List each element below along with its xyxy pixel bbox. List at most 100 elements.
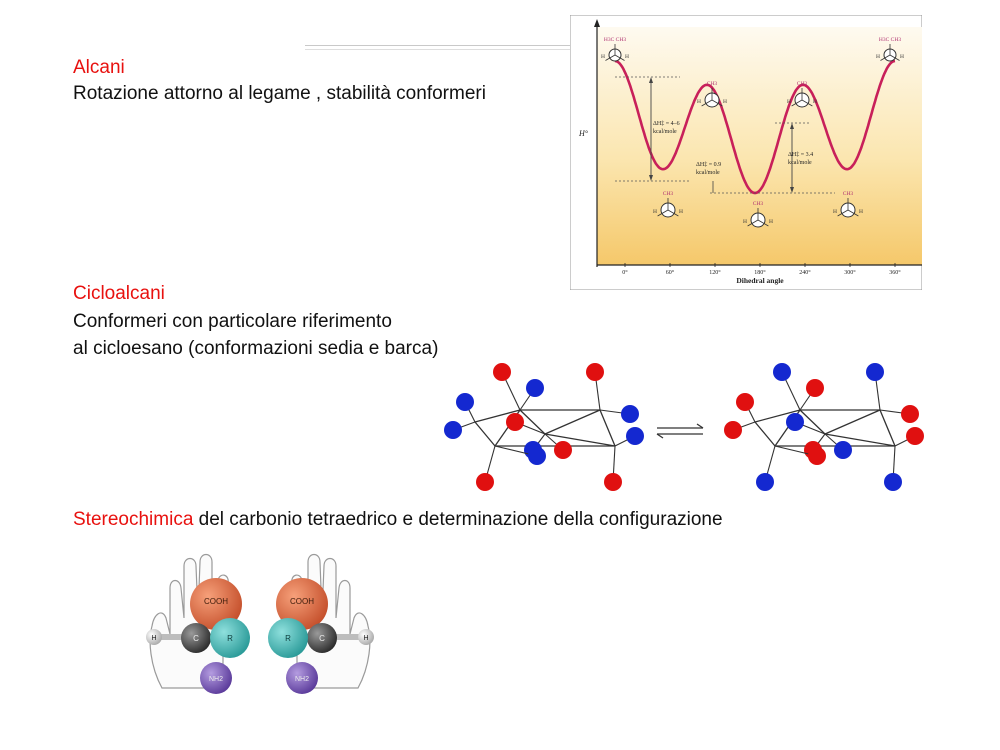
right-atom-h: [358, 629, 374, 645]
section-title-cicloalcani: Cicloalcani: [73, 283, 165, 304]
newman-label-h: H: [625, 54, 629, 60]
right-label-r: R: [285, 634, 291, 643]
x-tick-label: 0°: [622, 269, 628, 276]
atom-red: [906, 427, 924, 445]
right-label-cooh: COOH: [290, 597, 314, 606]
right-label-c: C: [319, 634, 325, 643]
cicloalcani-line-2: al cicloesano (conformazioni sedia e bar…: [73, 338, 439, 359]
newman-label-h: H: [679, 209, 683, 215]
atom-blue: [621, 405, 639, 423]
atom-red: [476, 473, 494, 491]
left-label-h: H: [151, 635, 156, 642]
annotation-dh3-unit: kcal/mole: [788, 160, 812, 166]
atom-blue: [626, 427, 644, 445]
left-atom-h: [146, 629, 162, 645]
atom-red: [806, 379, 824, 397]
equilibrium-arrows: [656, 423, 704, 439]
x-tick-label: 120°: [709, 269, 721, 276]
left-atom-cooh: [190, 578, 242, 630]
newman-label-h: H: [900, 54, 904, 60]
chair-conformation-2: [724, 363, 924, 491]
newman-label: H3C CH3: [604, 37, 626, 43]
newman-label: CH3: [663, 191, 674, 197]
right-atom-nh2: [286, 662, 318, 694]
newman-label-h: H: [601, 54, 605, 60]
atom-red: [901, 405, 919, 423]
newman-label: CH3: [797, 81, 808, 87]
atom-red: [724, 421, 742, 439]
annotation-dh1-unit: kcal/mole: [653, 129, 677, 135]
x-tick-label: 180°: [754, 269, 766, 276]
left-label-c: C: [193, 634, 199, 643]
atom-red: [554, 441, 572, 459]
left-label-cooh: COOH: [204, 597, 228, 606]
newman-label-h: H: [833, 209, 837, 215]
chart-x-ticks: 0° 60° 120° 180° 240° 300° 360°: [622, 263, 901, 276]
chart-xlabel: Dihedral angle: [736, 276, 784, 285]
right-label-h: H: [363, 635, 368, 642]
atom-red: [506, 413, 524, 431]
chart-plot-area: [597, 27, 922, 265]
divider-line-2: [305, 49, 570, 50]
chart-ylabel: H°: [578, 129, 589, 138]
atom-blue: [834, 441, 852, 459]
atom-blue: [528, 447, 546, 465]
atom-red: [604, 473, 622, 491]
cyclohexane-chair-diagram: [444, 363, 924, 491]
cicloalcani-line-1: Conformeri con particolare riferimento: [73, 311, 392, 332]
newman-label-h: H: [697, 99, 701, 105]
atom-red: [493, 363, 511, 381]
newman-label-h: H: [653, 209, 657, 215]
left-atom-nh2: [200, 662, 232, 694]
newman-label-h: H: [743, 219, 747, 225]
newman-label-h: H: [876, 54, 880, 60]
left-atom-r: [210, 618, 250, 658]
atom-blue: [884, 473, 902, 491]
atom-blue: [456, 393, 474, 411]
right-atom-r: [268, 618, 308, 658]
newman-label: H3C CH3: [879, 37, 901, 43]
newman-label-h: H: [769, 219, 773, 225]
right-label-nh2: NH2: [295, 676, 309, 683]
newman-label-h: H: [813, 99, 817, 105]
annotation-dh3: ΔH‡ = 3.4: [788, 152, 813, 158]
chirality-hands-diagram: H COOH NH2 C R H COOH NH2 C R: [146, 553, 374, 694]
atom-red: [808, 447, 826, 465]
newman-label: CH3: [707, 81, 718, 87]
chair-conformation-1: [444, 363, 644, 491]
annotation-dh1: ΔH‡ = 4–6: [653, 121, 680, 127]
annotation-dh2-unit: kcal/mole: [696, 170, 720, 176]
section-title-alcani: Alcani: [73, 57, 125, 78]
right-molecule: H COOH NH2 C R: [268, 578, 374, 694]
right-atom-c: [307, 623, 337, 653]
divider-line: [305, 45, 570, 46]
stereochimica-description: del carbonio tetraedrico e determinazion…: [193, 509, 723, 530]
left-label-nh2: NH2: [209, 676, 223, 683]
x-tick-label: 240°: [799, 269, 811, 276]
alcani-description: Rotazione attorno al legame , stabilità …: [73, 83, 486, 104]
newman-label-h: H: [723, 99, 727, 105]
x-tick-label: 360°: [889, 269, 901, 276]
atom-blue: [444, 421, 462, 439]
atom-blue: [773, 363, 791, 381]
ethane-energy-diagram: H° 0° 60° 120° 180° 240° 300° 360° Dihedral an…: [570, 15, 922, 290]
newman-label: CH3: [843, 191, 854, 197]
annotation-dh2: ΔH‡ = 0.9: [696, 162, 721, 168]
newman-label-h: H: [787, 99, 791, 105]
x-tick-label: 60°: [666, 269, 675, 276]
left-atom-c: [181, 623, 211, 653]
section-title-stereochimica: Stereochimica: [73, 509, 194, 530]
atom-blue: [756, 473, 774, 491]
atom-red: [736, 393, 754, 411]
atom-red: [586, 363, 604, 381]
left-molecule: H COOH NH2 C R: [146, 578, 250, 694]
x-tick-label: 300°: [844, 269, 856, 276]
